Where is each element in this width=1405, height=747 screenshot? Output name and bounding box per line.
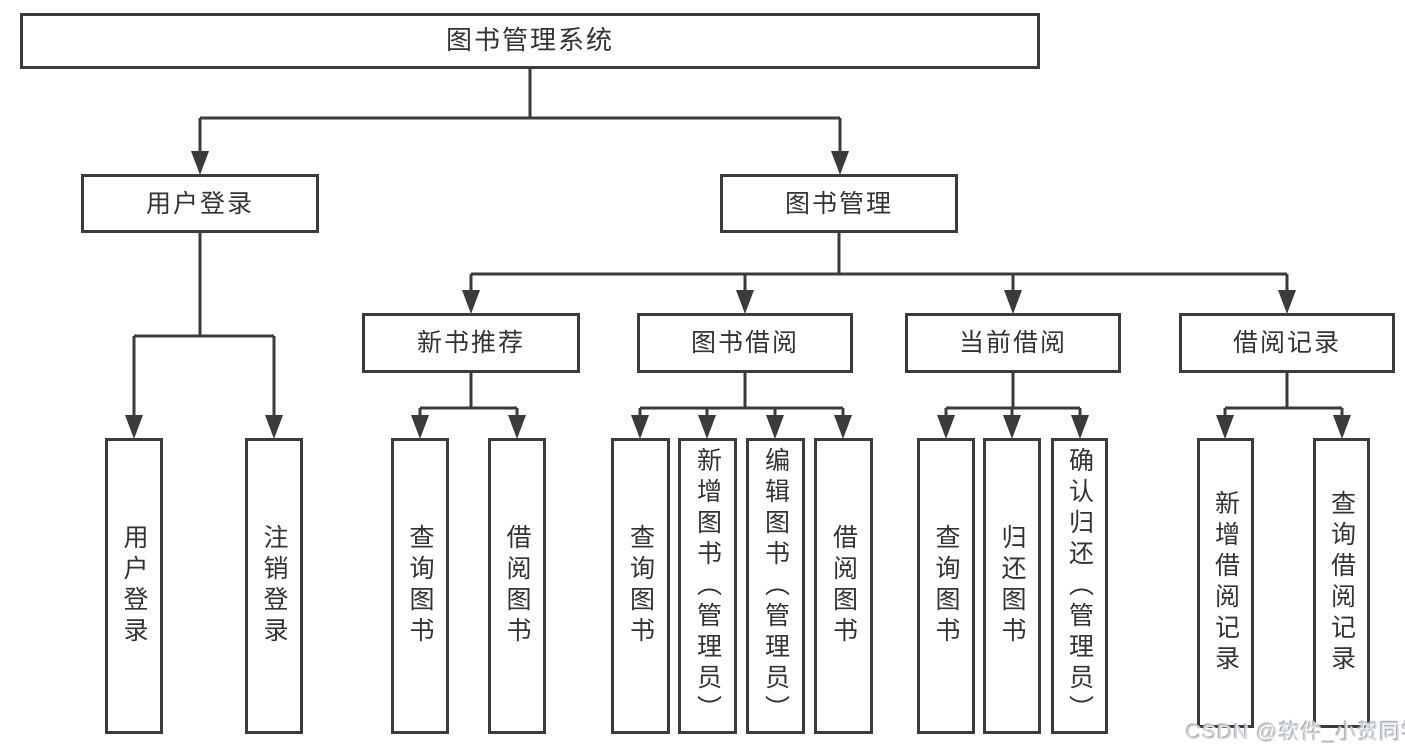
leaf-return-books: 归还图书 [983,438,1041,734]
leaf-user-login: 用户登录 [105,438,163,734]
connector-borrow-records-to-children [1216,373,1351,439]
connector-book-management-to-level3 [462,233,1296,314]
node-library-management-system: 图书管理系统 [20,13,1040,69]
node-book-management: 图书管理 [720,174,958,233]
node-book-borrow: 图书借阅 [637,313,853,373]
connector-book-borrow-to-children [631,373,852,439]
connector-current-borrow-to-children [937,373,1089,439]
leaf-borrow-books: 借阅图书 [814,438,873,734]
connector-root-to-level2 [191,69,849,175]
leaf-edit-books-admin: 编辑图书（管理员） [746,438,805,734]
connector-user-login-to-children [125,233,283,439]
node-current-borrow: 当前借阅 [905,313,1121,373]
csdn-watermark: CSDN @软件_小贺同学 [1186,721,1405,744]
leaf-add-books-admin: 新增图书（管理员） [678,438,737,734]
leaf-query-books-current: 查询图书 [917,438,975,734]
node-new-book-recommend: 新书推荐 [362,313,580,373]
node-borrow-records: 借阅记录 [1179,313,1395,373]
connector-new-book-recommend-to-children [411,373,526,439]
node-user-login: 用户登录 [81,174,319,233]
leaf-confirm-return-admin: 确认归还（管理员） [1051,438,1108,734]
leaf-borrow-books-recommend: 借阅图书 [488,438,546,734]
leaf-query-books-borrow: 查询图书 [611,438,670,734]
leaf-query-books-recommend: 查询图书 [391,438,449,734]
leaf-logout: 注销登录 [245,438,303,734]
leaf-add-borrow-record: 新增借阅记录 [1197,438,1254,728]
leaf-query-borrow-record: 查询借阅记录 [1313,438,1370,728]
